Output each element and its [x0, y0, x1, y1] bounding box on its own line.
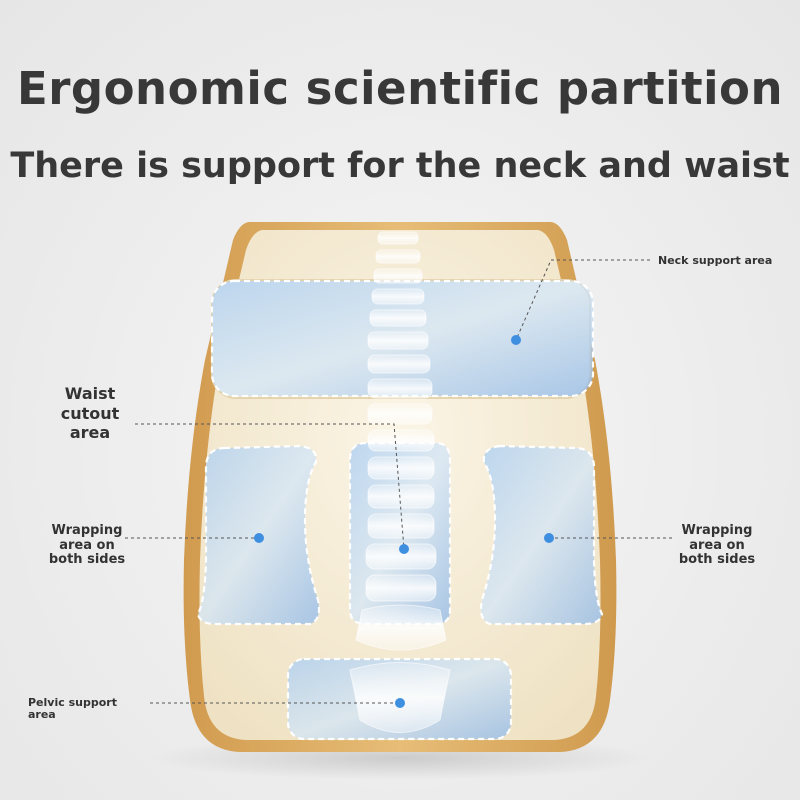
label-wrap-left-line-3: both sides — [48, 552, 126, 568]
dot-pelvic — [395, 698, 405, 708]
leader-neck — [515, 259, 650, 341]
label-wrap-right: Wrapping area on both sides — [674, 523, 760, 568]
dot-neck — [511, 335, 521, 345]
dot-wrap-left — [254, 533, 264, 543]
label-waist-line-1: Waist — [64, 384, 116, 403]
label-wrap-left-line-1: Wrapping — [51, 523, 123, 538]
page-title: Ergonomic scientific partition — [17, 62, 783, 115]
label-wrap-right-line-1: Wrapping — [681, 523, 753, 538]
label-neck-support: Neck support area — [658, 254, 773, 267]
dot-waist — [399, 544, 409, 554]
dot-wrap-right — [544, 533, 554, 543]
label-wrap-left-line-2: area on — [59, 537, 115, 553]
spine-overlay — [349, 231, 451, 733]
zone-wrap-right — [479, 444, 604, 626]
label-waist-cutout: Waist cutout area — [54, 384, 126, 443]
label-waist-line-3: area — [69, 423, 111, 443]
leader-waist — [135, 423, 405, 550]
label-wrap-right-line-3: both sides — [678, 552, 756, 568]
label-waist-line-2: cutout — [60, 403, 120, 423]
label-wrap-left: Wrapping area on both sides — [44, 523, 130, 568]
leader-lines — [125, 259, 672, 704]
label-pelvic-support: Pelvic support area — [28, 696, 117, 722]
label-wrap-right-line-2: area on — [689, 537, 745, 553]
page-subtitle: There is support for the neck and waist — [10, 146, 790, 186]
